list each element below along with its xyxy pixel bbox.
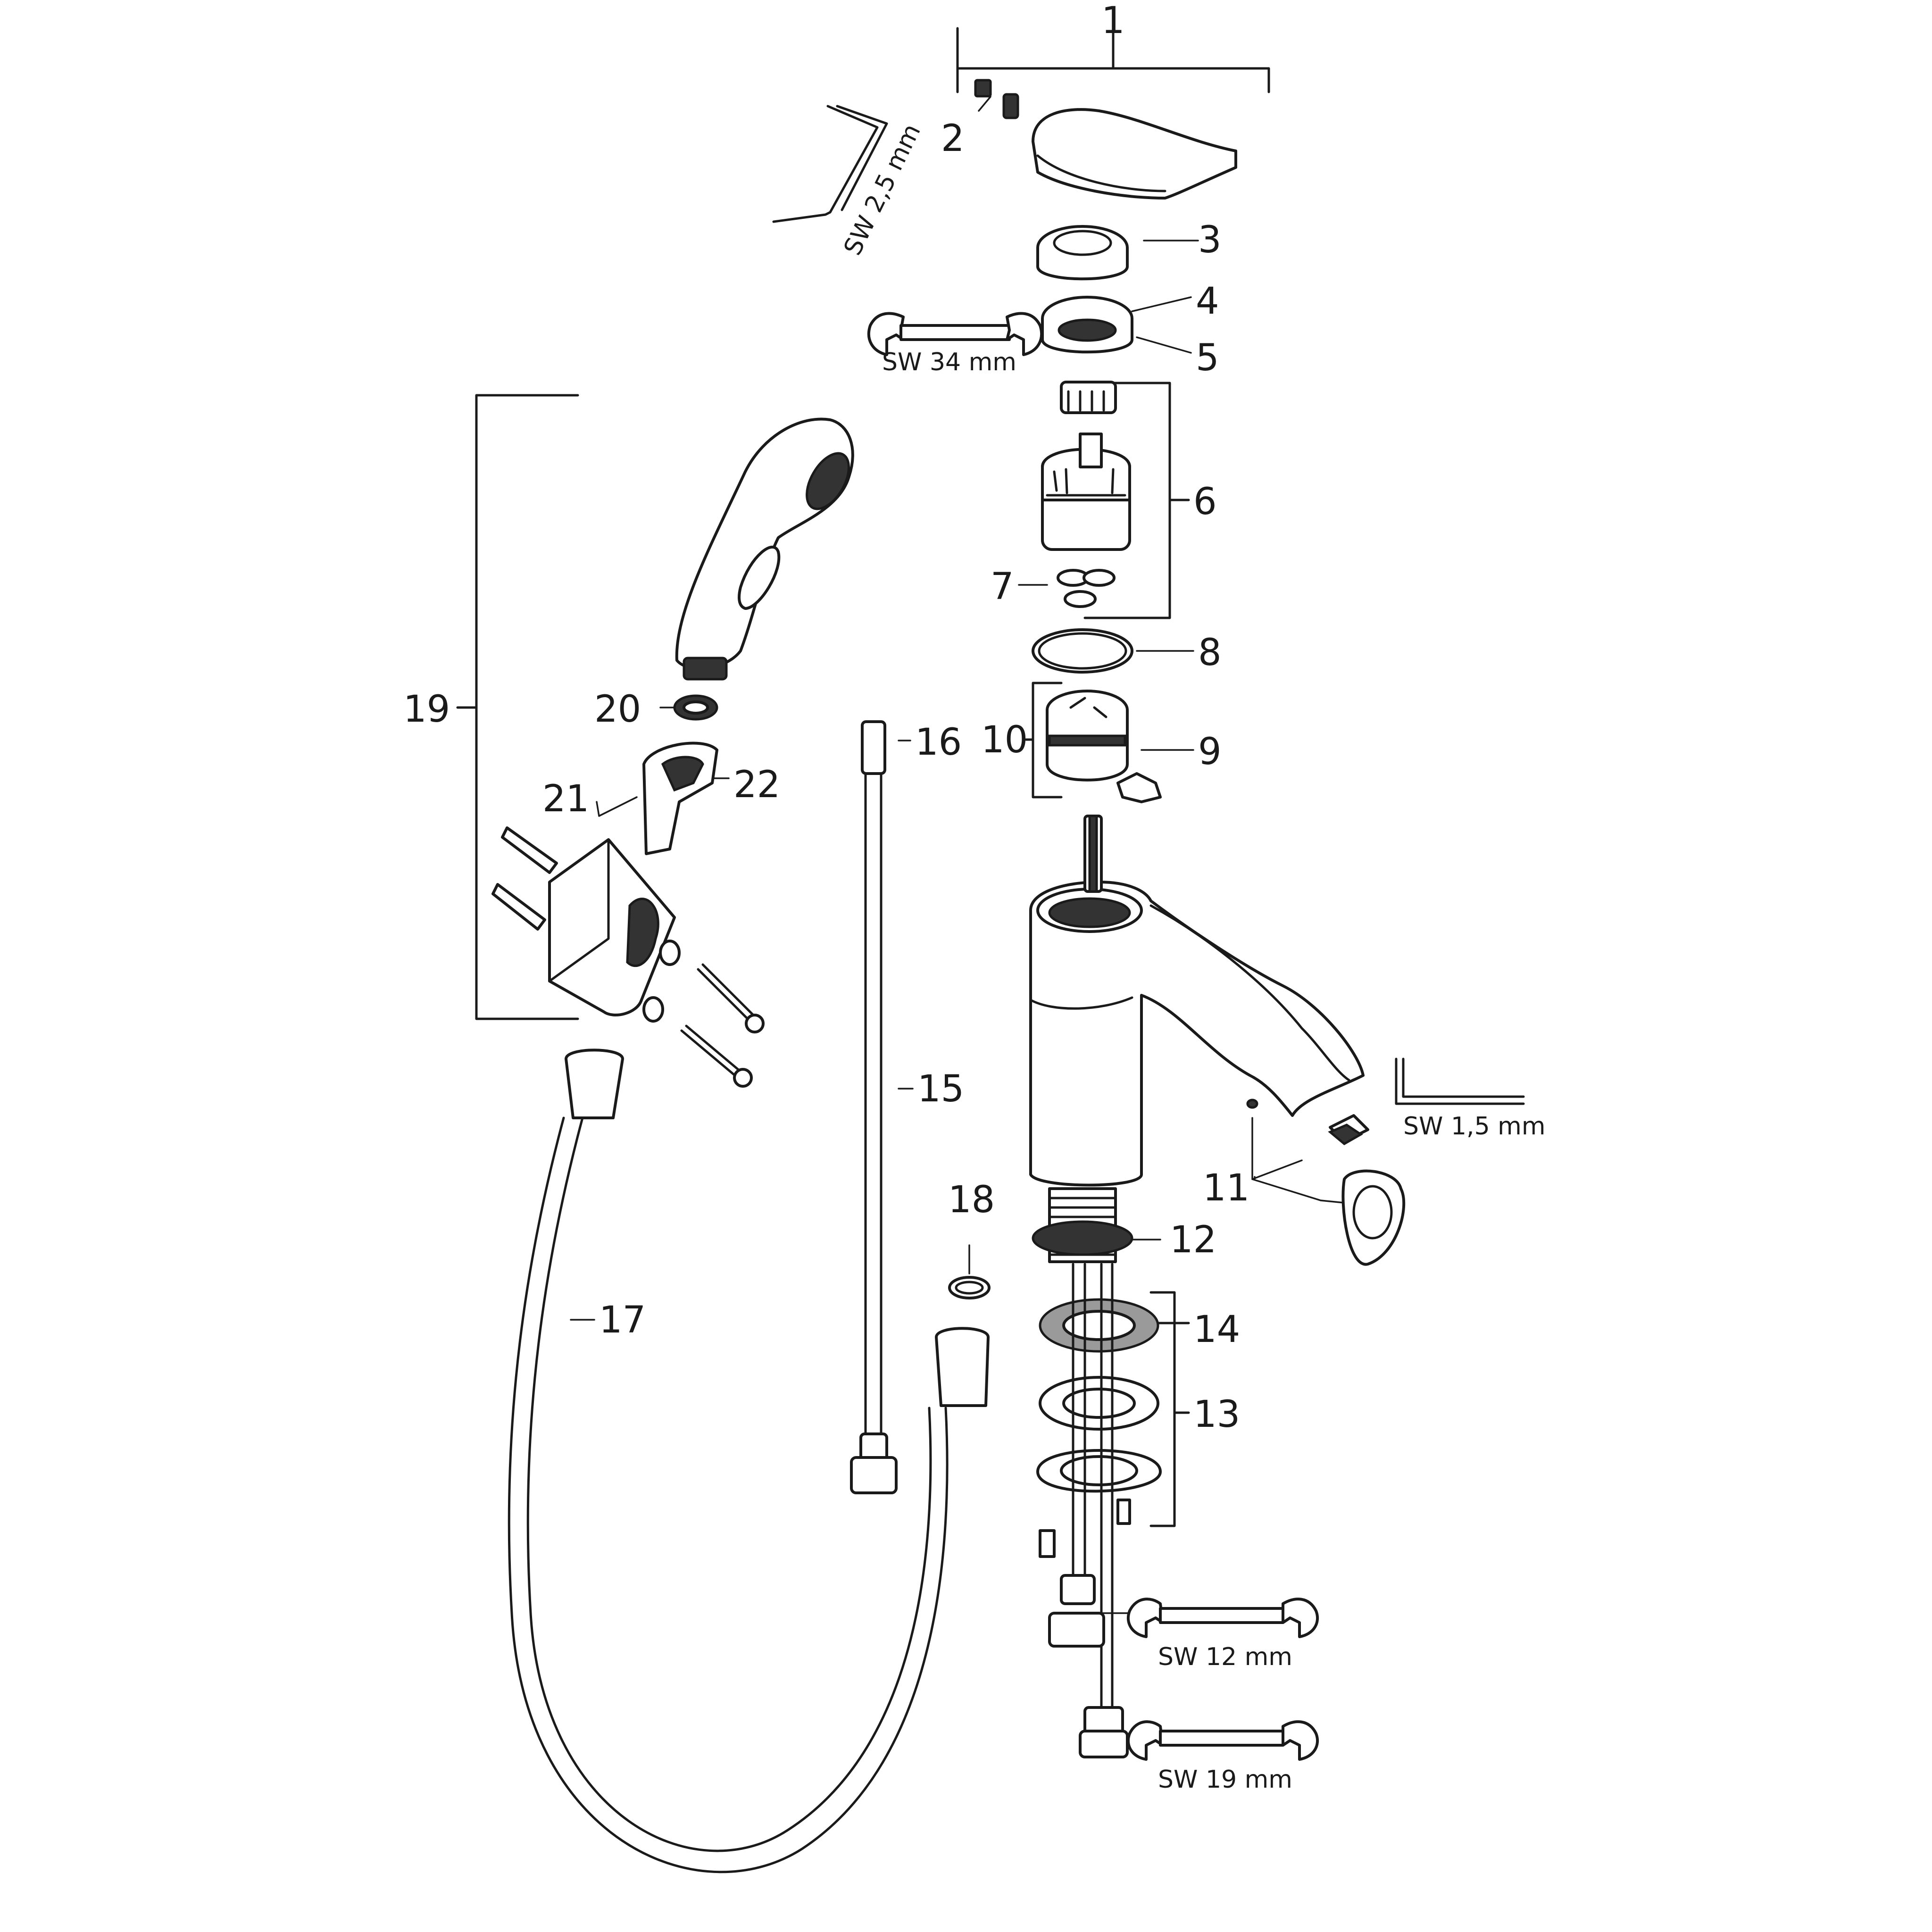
spout-body [1029, 815, 1365, 1187]
hex-key-icon [772, 105, 888, 223]
bracket-19 [456, 394, 579, 1020]
hose-17 [508, 1049, 990, 1874]
callout-14: 14 [1193, 1308, 1240, 1351]
callout-2: 2 [941, 117, 965, 160]
fixing-plate [1036, 1449, 1162, 1558]
callout-5: 5 [1196, 337, 1219, 379]
aerator-11 [1246, 1099, 1406, 1266]
wrench-icon-12 [1126, 1598, 1319, 1638]
bracket-1 [956, 27, 1270, 93]
hand-shower [675, 417, 854, 681]
callout-21: 21 [542, 778, 589, 820]
callout-20: 20 [594, 688, 641, 731]
screws [642, 940, 765, 1088]
grub-screw-2 [974, 79, 1019, 119]
bracket-10 [1024, 682, 1063, 799]
cartridge-6 [1041, 433, 1131, 551]
tool-label-sw-12: SW 12 mm [1158, 1643, 1292, 1671]
callout-8: 8 [1198, 632, 1222, 674]
callout-16: 16 [915, 721, 962, 764]
callout-12: 12 [1170, 1219, 1216, 1261]
wrench-icon-19 [1126, 1720, 1319, 1761]
o-ring-8 [1032, 628, 1133, 674]
callout-19: 19 [403, 688, 450, 731]
washer-14 [1039, 1298, 1159, 1353]
wrench-icon [867, 312, 1043, 356]
tool-label-sw-34: SW 34 mm [882, 348, 1016, 376]
tool-label-sw-1-5: SW 1,5 mm [1403, 1112, 1546, 1141]
callout-6: 6 [1193, 481, 1217, 523]
diverter-9-10 [1046, 690, 1162, 803]
nut-4-5 [1041, 296, 1133, 354]
threaded-shank-12 [1032, 1187, 1133, 1263]
callout-10: 10 [981, 719, 1028, 761]
holder-21 [548, 838, 676, 1016]
bracket-6 [1083, 382, 1190, 619]
callout-9: 9 [1198, 731, 1222, 773]
callout-15: 15 [917, 1068, 964, 1110]
callout-3: 3 [1198, 219, 1222, 261]
callout-22: 22 [733, 764, 780, 806]
hose-15 [850, 720, 898, 1494]
cartridge-cap [1060, 381, 1117, 414]
tool-label-sw-19: SW 19 mm [1158, 1765, 1292, 1794]
callout-18: 18 [948, 1179, 995, 1221]
washer-20 [673, 694, 718, 721]
callout-11: 11 [1203, 1167, 1249, 1209]
callout-4: 4 [1196, 280, 1219, 323]
supply-tubes [1048, 1263, 1129, 1758]
cover-ring-3 [1036, 225, 1129, 281]
callout-labels: 1 2 3 4 5 6 7 8 9 10 11 12 13 14 15 16 1… [403, 0, 1249, 1436]
callout-7: 7 [991, 566, 1014, 608]
seals-7 [1057, 569, 1116, 608]
wall-plugs [491, 826, 558, 931]
callout-13: 13 [1193, 1393, 1240, 1436]
lever-handle [1032, 108, 1237, 200]
hex-key-icon-small [1395, 1058, 1525, 1105]
washer-18 [948, 1276, 991, 1299]
plate-13 [1039, 1376, 1159, 1431]
callout-17: 17 [599, 1299, 646, 1341]
clip-22 [642, 741, 718, 855]
callout-1: 1 [1101, 0, 1125, 42]
